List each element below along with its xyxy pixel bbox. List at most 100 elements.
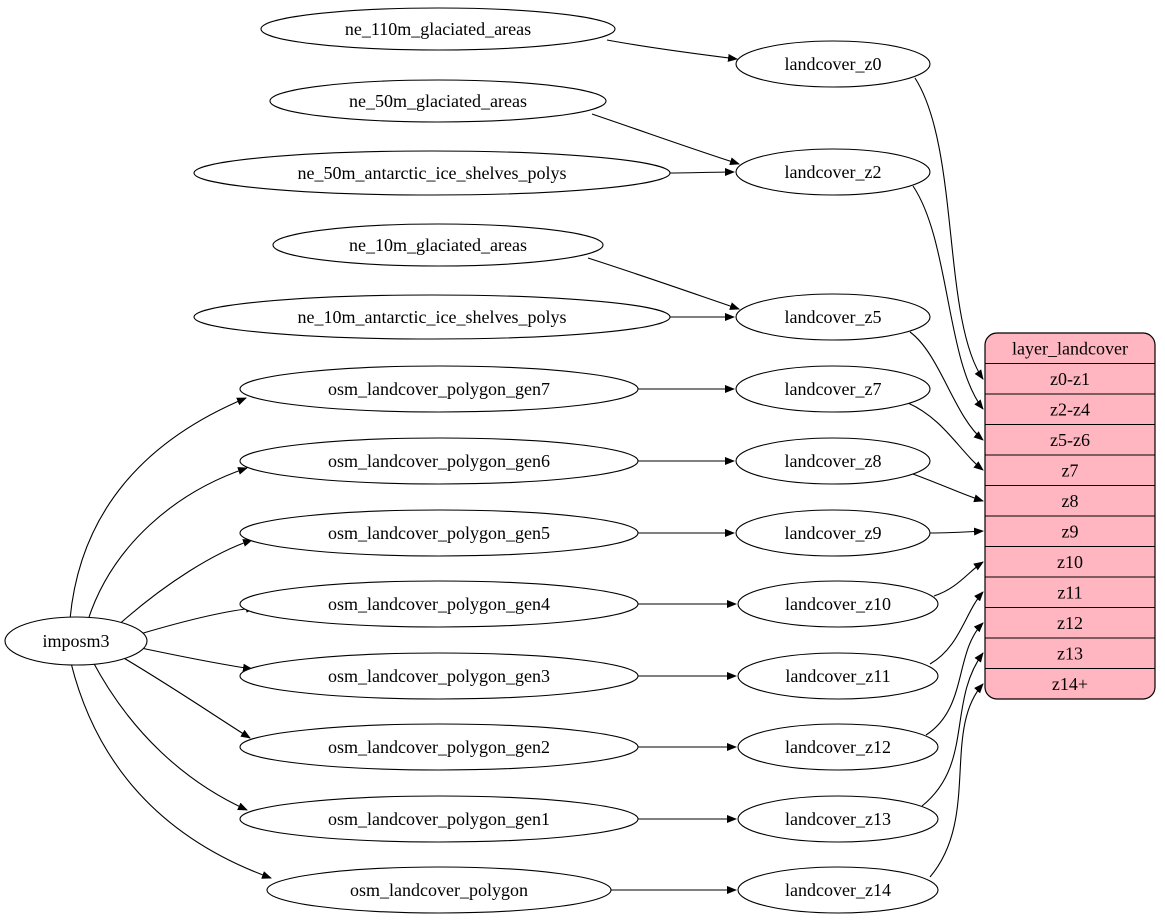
node-label-ne_50m_glaciated_areas: ne_50m_glaciated_areas: [349, 91, 527, 111]
record-row-layer_landcover: z11: [1057, 582, 1082, 602]
node-landcover_z13: landcover_z13: [737, 795, 939, 843]
node-label-osm_landcover_polygon_gen2: osm_landcover_polygon_gen2: [328, 737, 550, 757]
edge-imposm3-to-osm_landcover_polygon_gen7: [69, 397, 247, 620]
edge-landcover_z13-to-layer_landcover.z13: [921, 652, 984, 807]
node-label-landcover_z11: landcover_z11: [785, 666, 890, 686]
node-ellipse-landcover_z8: [735, 437, 931, 485]
node-label-landcover_z9: landcover_z9: [785, 523, 882, 543]
node-osm_landcover_polygon_gen2: osm_landcover_polygon_gen2: [239, 723, 639, 771]
node-imposm3: imposm3: [4, 616, 148, 666]
node-ne_10m_glaciated_areas: ne_10m_glaciated_areas: [272, 223, 604, 267]
node-ellipse-landcover_z14: [737, 866, 939, 914]
edge-landcover_z14-to-layer_landcover.z14+: [929, 683, 984, 878]
record-row-layer_landcover: z13: [1057, 643, 1083, 663]
node-ellipse-ne_10m_glaciated_areas: [272, 223, 604, 267]
node-label-osm_landcover_polygon_gen3: osm_landcover_polygon_gen3: [328, 666, 550, 686]
record-title-layer_landcover: layer_landcover: [1012, 338, 1128, 358]
node-label-landcover_z10: landcover_z10: [785, 594, 891, 614]
node-ellipse-landcover_z13: [737, 795, 939, 843]
edge-landcover_z12-to-layer_landcover.z12: [925, 622, 984, 736]
node-label-osm_landcover_polygon: osm_landcover_polygon: [350, 880, 528, 900]
node-label-osm_landcover_polygon_gen7: osm_landcover_polygon_gen7: [328, 379, 550, 399]
node-ellipse-osm_landcover_polygon_gen4: [239, 580, 639, 628]
node-osm_landcover_polygon_gen1: osm_landcover_polygon_gen1: [239, 795, 639, 843]
edge-ne_10m_glaciated_areas-to-landcover_z5: [587, 257, 740, 310]
edge-imposm3-to-osm_landcover_polygon_gen6: [87, 467, 248, 621]
node-osm_landcover_polygon_gen6: osm_landcover_polygon_gen6: [239, 437, 639, 485]
node-label-ne_10m_antarctic_ice_shelves_polys: ne_10m_antarctic_ice_shelves_polys: [298, 307, 567, 327]
node-ellipse-osm_landcover_polygon_gen3: [239, 652, 639, 700]
record-row-layer_landcover: z14+: [1052, 674, 1088, 694]
node-landcover_z2: landcover_z2: [735, 148, 931, 196]
node-ellipse-landcover_z11: [737, 652, 939, 700]
node-ellipse-landcover_z5: [735, 293, 931, 341]
node-ellipse-osm_landcover_polygon_gen5: [239, 509, 639, 557]
node-label-landcover_z5: landcover_z5: [785, 307, 882, 327]
node-label-ne_10m_glaciated_areas: ne_10m_glaciated_areas: [349, 235, 527, 255]
node-label-osm_landcover_polygon_gen5: osm_landcover_polygon_gen5: [328, 523, 550, 543]
node-osm_landcover_polygon_gen7: osm_landcover_polygon_gen7: [239, 365, 639, 413]
node-label-landcover_z0: landcover_z0: [785, 54, 882, 74]
edge-imposm3-to-osm_landcover_polygon_gen3: [140, 647, 253, 672]
node-landcover_z8: landcover_z8: [735, 437, 931, 485]
node-ellipse-ne_50m_glaciated_areas: [269, 79, 607, 123]
node-osm_landcover_polygon_gen3: osm_landcover_polygon_gen3: [239, 652, 639, 700]
node-ellipse-landcover_z12: [737, 723, 939, 771]
edge-ne_110m_glaciated_areas-to-landcover_z0: [606, 39, 738, 62]
edge-landcover_z0-to-layer_landcover.z0-z1: [914, 77, 984, 380]
node-label-ne_110m_glaciated_areas: ne_110m_glaciated_areas: [345, 19, 531, 39]
record-row-layer_landcover: z7: [1062, 460, 1079, 480]
edge-landcover_z5-to-layer_landcover.z5-z6: [909, 331, 984, 441]
edge-imposm3-to-osm_landcover_polygon: [70, 662, 272, 879]
node-landcover_z9: landcover_z9: [735, 509, 931, 557]
node-label-ne_50m_antarctic_ice_shelves_polys: ne_50m_antarctic_ice_shelves_polys: [298, 163, 567, 183]
node-osm_landcover_polygon: osm_landcover_polygon: [266, 866, 612, 914]
record-row-layer_landcover: z0-z1: [1050, 369, 1090, 389]
node-label-landcover_z8: landcover_z8: [785, 451, 882, 471]
node-ellipse-osm_landcover_polygon_gen2: [239, 723, 639, 771]
node-landcover_z7: landcover_z7: [735, 365, 931, 413]
node-ne_110m_glaciated_areas: ne_110m_glaciated_areas: [260, 7, 616, 51]
node-label-imposm3: imposm3: [42, 631, 109, 651]
node-landcover_z12: landcover_z12: [737, 723, 939, 771]
node-ellipse-landcover_z9: [735, 509, 931, 557]
node-ellipse-landcover_z7: [735, 365, 931, 413]
edge-imposm3-to-osm_landcover_polygon_gen4: [139, 604, 256, 635]
record-row-layer_landcover: z5-z6: [1050, 430, 1090, 450]
node-ne_50m_antarctic_ice_shelves_polys: ne_50m_antarctic_ice_shelves_polys: [193, 150, 671, 196]
edge-imposm3-to-osm_landcover_polygon_gen1: [91, 659, 248, 811]
node-landcover_z10: landcover_z10: [737, 580, 939, 628]
node-layer_landcover: layer_landcoverz0-z1z2-z4z5-z6z7z8z9z10z…: [984, 332, 1156, 700]
record-row-layer_landcover: z2-z4: [1050, 399, 1090, 419]
node-label-osm_landcover_polygon_gen1: osm_landcover_polygon_gen1: [328, 809, 550, 829]
node-ellipse-osm_landcover_polygon_gen7: [239, 365, 639, 413]
edge-landcover_z9-to-layer_landcover.z9: [929, 527, 984, 536]
node-ellipse-landcover_z2: [735, 148, 931, 196]
node-landcover_z14: landcover_z14: [737, 866, 939, 914]
node-ellipse-ne_50m_antarctic_ice_shelves_polys: [193, 150, 671, 196]
node-landcover_z11: landcover_z11: [737, 652, 939, 700]
node-label-landcover_z2: landcover_z2: [785, 162, 882, 182]
edge-landcover_z7-to-layer_landcover.z7: [907, 402, 984, 471]
node-osm_landcover_polygon_gen5: osm_landcover_polygon_gen5: [239, 509, 639, 557]
node-osm_landcover_polygon_gen4: osm_landcover_polygon_gen4: [239, 580, 639, 628]
node-ne_10m_antarctic_ice_shelves_polys: ne_10m_antarctic_ice_shelves_polys: [193, 294, 671, 340]
edge-landcover_z2-to-layer_landcover.z2-z4: [912, 185, 984, 410]
node-label-osm_landcover_polygon_gen4: osm_landcover_polygon_gen4: [328, 594, 550, 614]
node-ellipse-osm_landcover_polygon: [266, 866, 612, 914]
edge-ne_50m_glaciated_areas-to-landcover_z2: [591, 113, 740, 166]
node-ellipse-landcover_z0: [735, 40, 931, 88]
record-row-layer_landcover: z8: [1062, 491, 1079, 511]
node-landcover_z0: landcover_z0: [735, 40, 931, 88]
node-label-osm_landcover_polygon_gen6: osm_landcover_polygon_gen6: [328, 451, 550, 471]
record-row-layer_landcover: z10: [1057, 552, 1083, 572]
edge-imposm3-to-osm_landcover_polygon_gen5: [114, 539, 253, 629]
node-label-landcover_z14: landcover_z14: [785, 880, 891, 900]
record-row-layer_landcover: z12: [1057, 613, 1083, 633]
node-ellipse-ne_10m_antarctic_ice_shelves_polys: [193, 294, 671, 340]
node-label-landcover_z12: landcover_z12: [785, 737, 891, 757]
edge-landcover_z8-to-layer_landcover.z8: [912, 473, 984, 503]
edge-imposm3-to-osm_landcover_polygon_gen2: [116, 653, 251, 739]
